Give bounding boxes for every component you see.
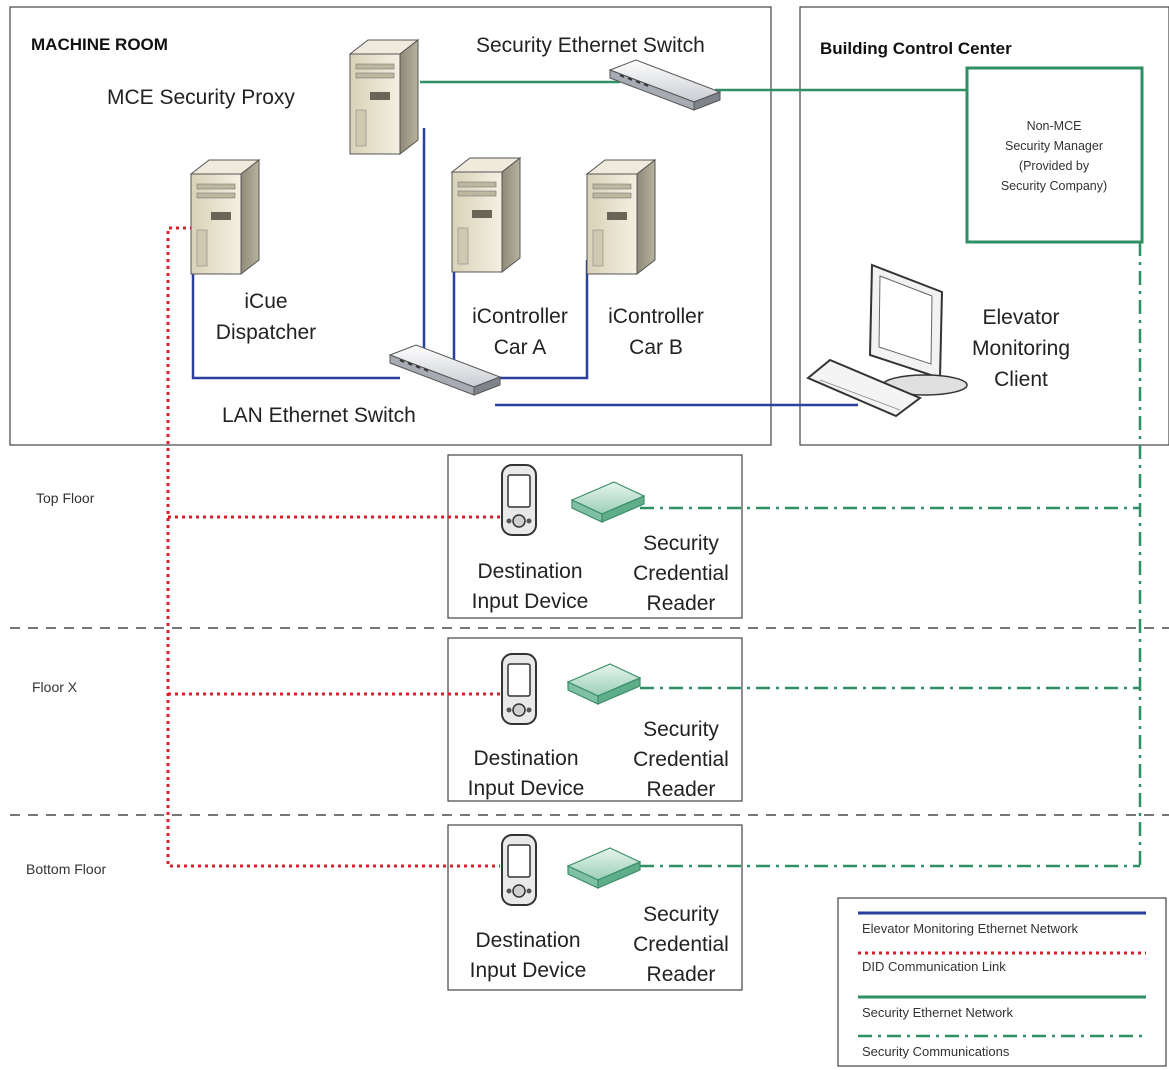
icue-dispatcher-label-1: iCue	[244, 290, 287, 313]
floor-x-reader-label-2: Credential	[633, 748, 729, 771]
security-manager-label-4: Security Company)	[1001, 179, 1107, 193]
icue-dispatcher-icon	[190, 159, 260, 275]
bottom-floor-reader-label-1: Security	[643, 903, 719, 926]
mce-security-proxy-label: MCE Security Proxy	[107, 86, 295, 109]
top-floor-did-label-1: Destination	[477, 560, 582, 583]
icontroller-car-b-label-2: Car B	[629, 336, 683, 359]
bottom-floor-did-icon	[501, 834, 537, 906]
floor-x-reader-label-3: Reader	[647, 778, 716, 801]
top-floor-reader-icon	[571, 481, 645, 523]
icue-dispatcher-label-2: Dispatcher	[216, 321, 316, 344]
elevator-monitoring-client-label-2: Monitoring	[972, 337, 1070, 360]
security-manager-box	[965, 66, 1144, 244]
building-control-center-box	[799, 6, 1169, 446]
legend-label-security-communications: Security Communications	[862, 1044, 1010, 1059]
bottom-floor-reader-icon	[567, 847, 641, 889]
floor-x-reader-icon	[567, 663, 641, 705]
legend-box	[837, 897, 1167, 1067]
elevator-monitoring-client-label-3: Client	[994, 368, 1048, 391]
did-communication-links	[166, 226, 500, 868]
security-manager-label-3: (Provided by	[1019, 159, 1090, 173]
top-floor-reader-label-2: Credential	[633, 562, 729, 585]
floor-label-top: Top Floor	[36, 490, 95, 506]
elevator-monitoring-network-links	[191, 128, 858, 407]
security-ethernet-switch-label: Security Ethernet Switch	[476, 34, 705, 57]
floor-x-did-icon	[501, 653, 537, 725]
monitor-icon	[806, 263, 968, 418]
elevator-monitoring-client-label-1: Elevator	[982, 306, 1059, 329]
mce-security-proxy-icon	[349, 39, 419, 155]
legend-label-security-network: Security Ethernet Network	[862, 1005, 1014, 1020]
icontroller-car-a-icon	[451, 157, 521, 273]
legend-label-did-link: DID Communication Link	[862, 959, 1006, 974]
icontroller-car-b-label-1: iController	[608, 305, 704, 328]
machine-room-title: MACHINE ROOM	[31, 35, 168, 54]
icontroller-car-b-icon	[586, 159, 656, 275]
icontroller-car-a-label-2: Car A	[494, 336, 547, 359]
lan-ethernet-switch-label: LAN Ethernet Switch	[222, 404, 416, 427]
icontroller-car-a-label-1: iController	[472, 305, 568, 328]
top-floor-reader-label-1: Security	[643, 532, 719, 555]
floor-x-did-label-2: Input Device	[468, 777, 585, 800]
floor-label-x: Floor X	[32, 679, 78, 695]
floor-box-x	[447, 637, 743, 802]
security-manager-label-1: Non-MCE	[1027, 119, 1082, 133]
floor-x-did-label-1: Destination	[473, 747, 578, 770]
security-ethernet-network-links	[420, 80, 968, 92]
bottom-floor-reader-label-3: Reader	[647, 963, 716, 986]
floor-label-bottom: Bottom Floor	[26, 861, 106, 877]
floor-x-reader-label-1: Security	[643, 718, 719, 741]
bottom-floor-reader-label-2: Credential	[633, 933, 729, 956]
security-communications-links	[640, 242, 1142, 868]
security-ethernet-switch-icon	[609, 59, 721, 111]
security-manager-label-2: Security Manager	[1005, 139, 1103, 153]
floor-box-top	[447, 454, 743, 619]
machine-room-box	[9, 6, 772, 446]
legend: Elevator Monitoring Ethernet Network DID…	[837, 897, 1167, 1067]
building-control-center-title: Building Control Center	[820, 39, 1012, 58]
legend-label-elevator-network: Elevator Monitoring Ethernet Network	[862, 921, 1079, 936]
bottom-floor-did-label-2: Input Device	[470, 959, 587, 982]
top-floor-reader-label-3: Reader	[647, 592, 716, 615]
lan-ethernet-switch-icon	[389, 344, 501, 396]
top-floor-did-icon	[501, 464, 537, 536]
bottom-floor-did-label-1: Destination	[475, 929, 580, 952]
top-floor-did-label-2: Input Device	[472, 590, 589, 613]
floor-box-bottom	[447, 824, 743, 991]
